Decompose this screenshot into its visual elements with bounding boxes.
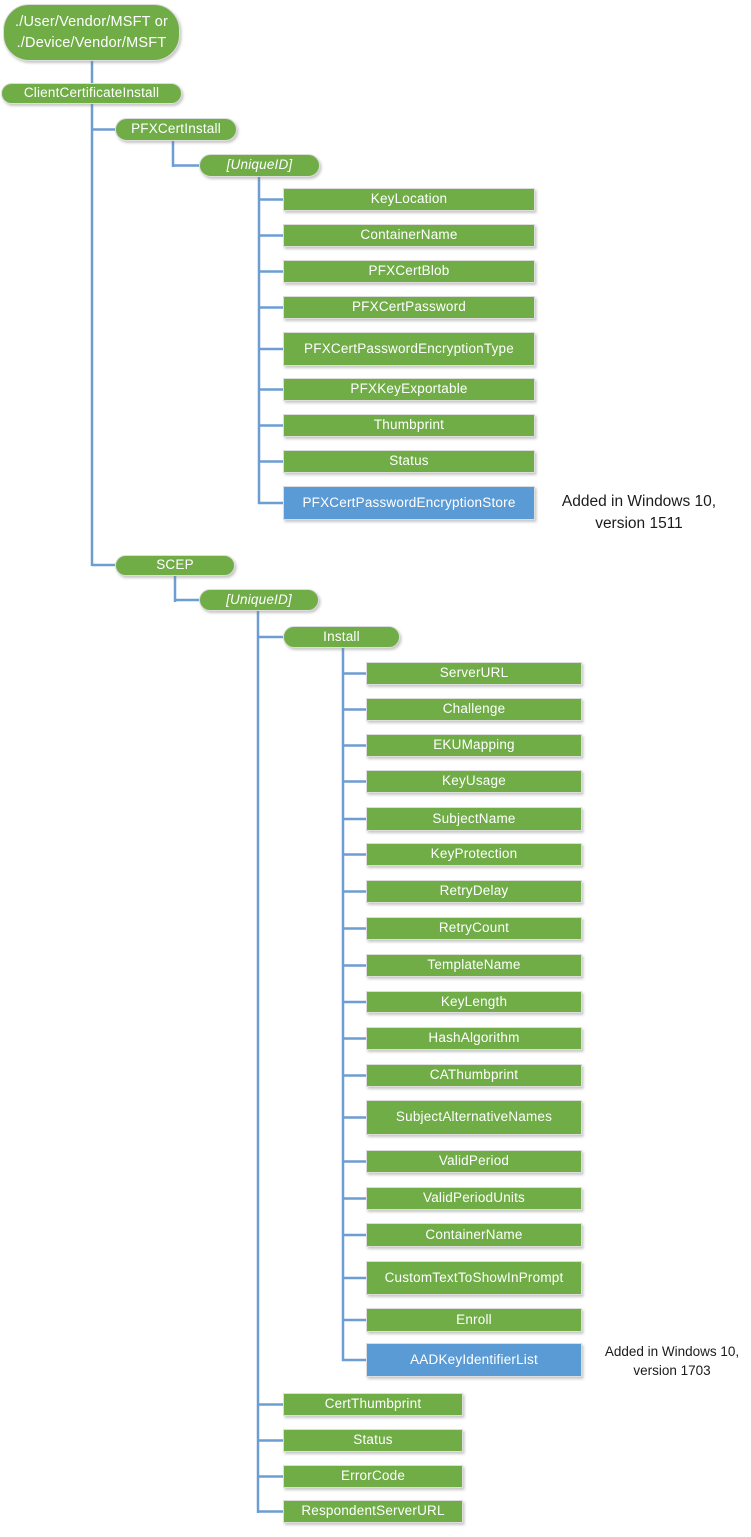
node-retry-count: RetryCount	[366, 917, 582, 940]
node-client-certificate-install: ClientCertificateInstall	[1, 83, 182, 104]
node-install: Install	[283, 626, 400, 648]
annotation-line: version 1703	[633, 1363, 711, 1378]
node-key-usage: KeyUsage	[366, 770, 582, 793]
node-challenge: Challenge	[366, 698, 582, 721]
node-enroll: Enroll	[366, 1308, 582, 1332]
node-pfx-cert-password: PFXCertPassword	[283, 296, 535, 319]
node-hash-algorithm: HashAlgorithm	[366, 1027, 582, 1050]
node-pfx-unique-id: [UniqueID]	[199, 154, 320, 177]
node-root: ./User/Vendor/MSFT or ./Device/Vendor/MS…	[3, 4, 180, 61]
node-subject-alternative-names: SubjectAlternativeNames	[366, 1100, 582, 1135]
node-scep: SCEP	[115, 555, 235, 576]
node-key-protection: KeyProtection	[366, 843, 582, 866]
node-custom-text-to-show-in-prompt: CustomTextToShowInPrompt	[366, 1261, 582, 1295]
annotation-windows10-1703: Added in Windows 10, version 1703	[593, 1342, 751, 1380]
node-container-name-2: ContainerName	[366, 1223, 582, 1247]
annotation-line: Added in Windows 10,	[561, 493, 717, 510]
node-eku-mapping: EKUMapping	[366, 734, 582, 757]
node-pfx-cert-password-encryption-store: PFXCertPasswordEncryptionStore	[283, 486, 535, 520]
node-pfx-cert-password-encryption-type: PFXCertPasswordEncryptionType	[283, 332, 535, 366]
node-error-code: ErrorCode	[283, 1465, 463, 1488]
node-retry-delay: RetryDelay	[366, 880, 582, 903]
node-status: Status	[283, 450, 535, 473]
node-subject-name: SubjectName	[366, 807, 582, 831]
annotation-line: version 1511	[595, 515, 683, 532]
node-thumbprint: Thumbprint	[283, 414, 535, 437]
node-pfx-cert-install: PFXCertInstall	[115, 118, 237, 141]
node-container-name: ContainerName	[283, 224, 535, 247]
node-ca-thumbprint: CAThumbprint	[366, 1064, 582, 1087]
node-template-name: TemplateName	[366, 954, 582, 977]
node-scep-unique-id: [UniqueID]	[199, 589, 319, 611]
node-key-length: KeyLength	[366, 991, 582, 1013]
node-cert-thumbprint: CertThumbprint	[283, 1393, 463, 1416]
annotation-windows10-1511: Added in Windows 10, version 1511	[543, 491, 735, 535]
node-pfx-key-exportable: PFXKeyExportable	[283, 378, 535, 401]
node-key-location: KeyLocation	[283, 188, 535, 211]
node-valid-period-units: ValidPeriodUnits	[366, 1187, 582, 1210]
node-status-2: Status	[283, 1429, 463, 1452]
node-pfx-cert-blob: PFXCertBlob	[283, 260, 535, 283]
node-respondent-server-url: RespondentServerURL	[283, 1500, 463, 1523]
annotation-line: Added in Windows 10,	[604, 1344, 740, 1359]
node-aad-key-identifier-list: AADKeyIdentifierList	[366, 1343, 582, 1377]
node-server-url: ServerURL	[366, 662, 582, 685]
node-valid-period: ValidPeriod	[366, 1150, 582, 1173]
